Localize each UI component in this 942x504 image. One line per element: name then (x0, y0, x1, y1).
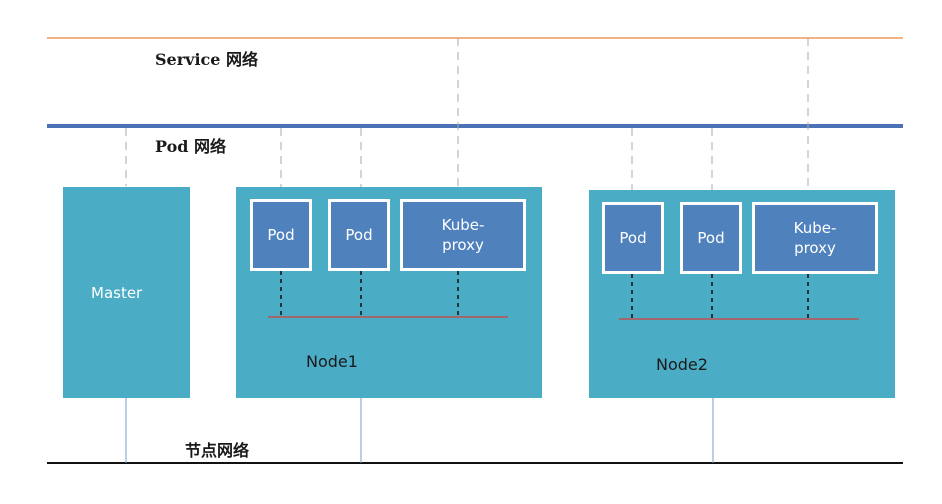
node2-pod-2: Pod (680, 202, 742, 274)
node2-kube-proxy-line2: proxy (794, 239, 836, 257)
node2-box: Pod Pod Kube- proxy Node2 (589, 190, 895, 398)
node2-kube-proxy: Kube- proxy (752, 202, 878, 274)
node2-label: Node2 (656, 355, 708, 374)
pod-network-label: Pod 网络 (155, 137, 227, 156)
node1-pod-1-label: Pod (267, 226, 295, 244)
node1-pod-1: Pod (250, 199, 312, 271)
node2-pod-2-label: Pod (697, 229, 725, 247)
node1-pod-2-label: Pod (345, 226, 373, 244)
node1-box: Pod Pod Kube- proxy Node1 (236, 187, 542, 398)
master-label: Master (91, 284, 143, 302)
node1-kube-proxy: Kube- proxy (400, 199, 526, 271)
service-connectors (457, 38, 809, 203)
service-network-label: Service 网络 (155, 50, 259, 69)
node2-pod-1-label: Pod (619, 229, 647, 247)
node-drop-lines (125, 398, 714, 463)
node1-pod-2: Pod (328, 199, 390, 271)
node1-internal-links (268, 271, 508, 318)
node1-kube-proxy-line1: Kube- (441, 216, 485, 234)
node1-kube-proxy-line2: proxy (442, 236, 484, 254)
node-network-label: 节点网络 (185, 441, 250, 460)
master-box: Master (63, 187, 190, 398)
node2-internal-links (619, 274, 859, 320)
node1-label: Node1 (306, 352, 358, 371)
node2-kube-proxy-line1: Kube- (793, 219, 837, 237)
node2-pod-1: Pod (602, 202, 664, 274)
